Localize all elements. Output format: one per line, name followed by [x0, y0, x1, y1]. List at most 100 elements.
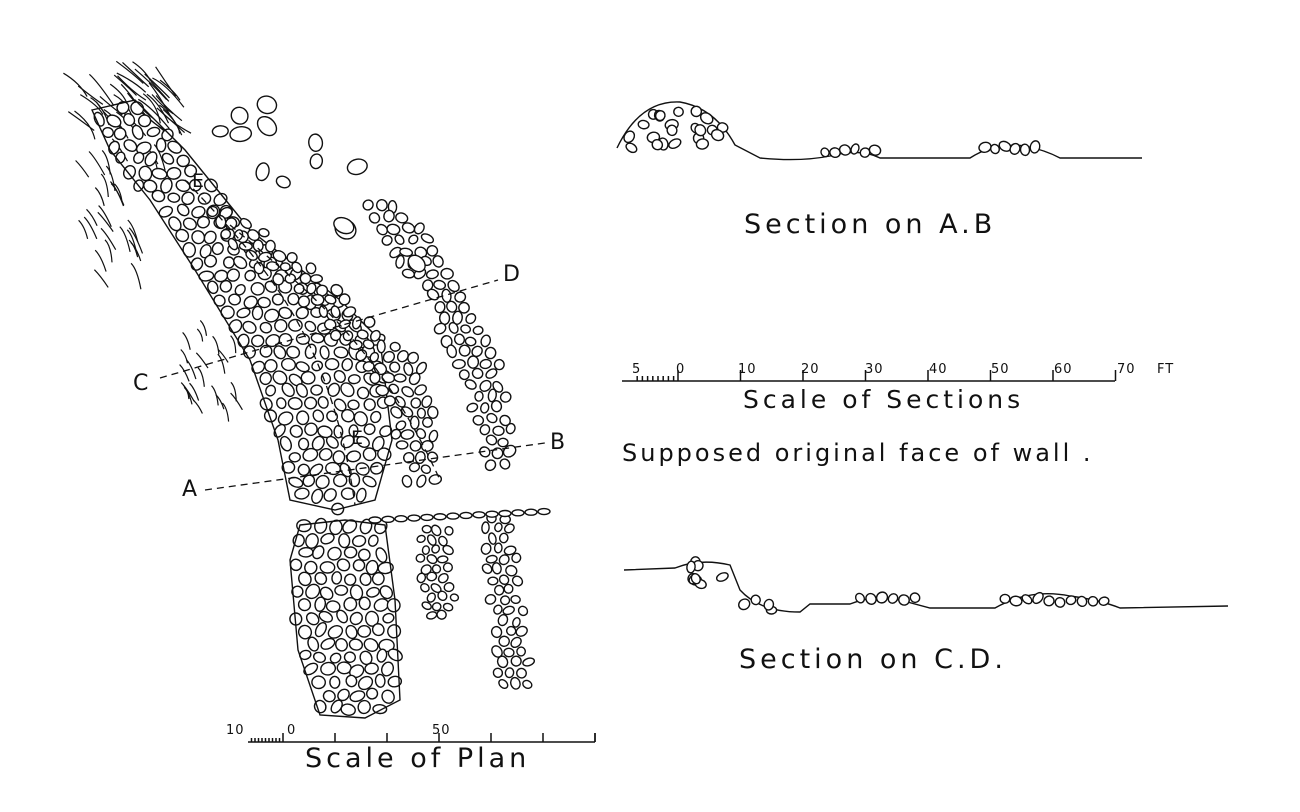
- hatch-stroke: [155, 66, 177, 97]
- stone: [355, 462, 370, 476]
- stone: [375, 199, 388, 212]
- stone: [454, 291, 467, 303]
- stone: [320, 661, 337, 676]
- stone: [436, 609, 447, 620]
- stone: [522, 657, 536, 667]
- stone: [408, 462, 421, 473]
- stone: [854, 592, 866, 604]
- sections-scale-tick-40: 40: [929, 362, 948, 377]
- stone: [379, 585, 394, 600]
- stone: [395, 420, 407, 431]
- plan-wall-stones: [91, 95, 551, 719]
- stone: [421, 395, 433, 409]
- stone: [395, 212, 409, 224]
- stone: [484, 459, 497, 472]
- stone: [312, 651, 327, 664]
- stone: [131, 124, 144, 140]
- stone: [524, 508, 538, 516]
- stone: [375, 384, 390, 397]
- hatch-stroke: [179, 364, 190, 382]
- hatch-stroke: [159, 109, 192, 134]
- hatch-stroke: [153, 144, 166, 171]
- stone: [228, 319, 243, 334]
- hatch-stroke: [104, 239, 113, 263]
- stone: [492, 667, 504, 679]
- stone: [338, 533, 351, 549]
- stone: [401, 386, 415, 398]
- stone: [343, 651, 356, 664]
- stone: [409, 415, 420, 430]
- stone: [230, 106, 249, 125]
- stone: [395, 440, 409, 450]
- stone: [407, 514, 421, 522]
- stone: [295, 361, 310, 373]
- hatch-stroke: [117, 75, 147, 101]
- stone: [465, 313, 477, 325]
- stone: [236, 307, 251, 319]
- stone: [226, 268, 241, 282]
- stone: [371, 435, 385, 452]
- stone: [298, 546, 314, 558]
- stone: [356, 435, 370, 448]
- stone: [337, 688, 350, 702]
- stone: [446, 300, 458, 313]
- stone: [357, 699, 371, 715]
- stone: [480, 402, 490, 414]
- stone: [203, 230, 217, 245]
- section-cd-caption: Section on C.D.: [739, 644, 1007, 675]
- stone: [511, 509, 525, 517]
- stone: [407, 351, 419, 364]
- stone: [493, 584, 505, 596]
- hatch-stroke: [158, 104, 183, 136]
- stone: [252, 239, 264, 252]
- stone: [220, 305, 235, 320]
- stone: [323, 488, 337, 502]
- stone: [421, 524, 432, 534]
- stone: [485, 554, 498, 564]
- stone: [340, 434, 355, 449]
- stone: [297, 598, 312, 612]
- section-ab-profile: [616, 101, 1142, 161]
- stone: [408, 234, 419, 245]
- stone: [421, 545, 431, 555]
- stone: [351, 535, 367, 548]
- stone: [431, 602, 442, 612]
- stone: [219, 279, 233, 293]
- stone: [690, 105, 703, 118]
- stone: [356, 329, 369, 340]
- stone: [251, 360, 266, 374]
- stone: [357, 675, 374, 691]
- stone: [480, 542, 492, 555]
- hatch-stroke: [122, 61, 150, 88]
- stone: [499, 458, 511, 470]
- stone: [204, 178, 218, 193]
- hatch-stroke: [217, 353, 226, 374]
- stone: [422, 279, 434, 292]
- stone: [317, 425, 333, 439]
- stone: [167, 192, 181, 203]
- stone: [305, 612, 320, 626]
- stone: [395, 254, 405, 269]
- hatch-stroke: [83, 216, 98, 240]
- sections-scale-tick-60: 60: [1054, 362, 1073, 377]
- stone: [512, 617, 521, 628]
- stone: [259, 371, 272, 386]
- stone: [490, 625, 503, 639]
- hatch-stroke: [193, 399, 203, 414]
- stone: [875, 591, 889, 604]
- stone: [258, 251, 272, 263]
- stone: [332, 450, 346, 465]
- stone: [353, 411, 368, 427]
- stone: [314, 621, 328, 638]
- hatch-stroke: [146, 93, 170, 124]
- stone: [386, 598, 401, 613]
- stone: [298, 571, 312, 587]
- stone: [220, 228, 232, 240]
- stone: [511, 552, 522, 564]
- stone: [155, 137, 167, 153]
- stone: [1021, 594, 1033, 605]
- stone: [481, 521, 490, 535]
- stone: [474, 390, 484, 402]
- stone: [390, 406, 403, 419]
